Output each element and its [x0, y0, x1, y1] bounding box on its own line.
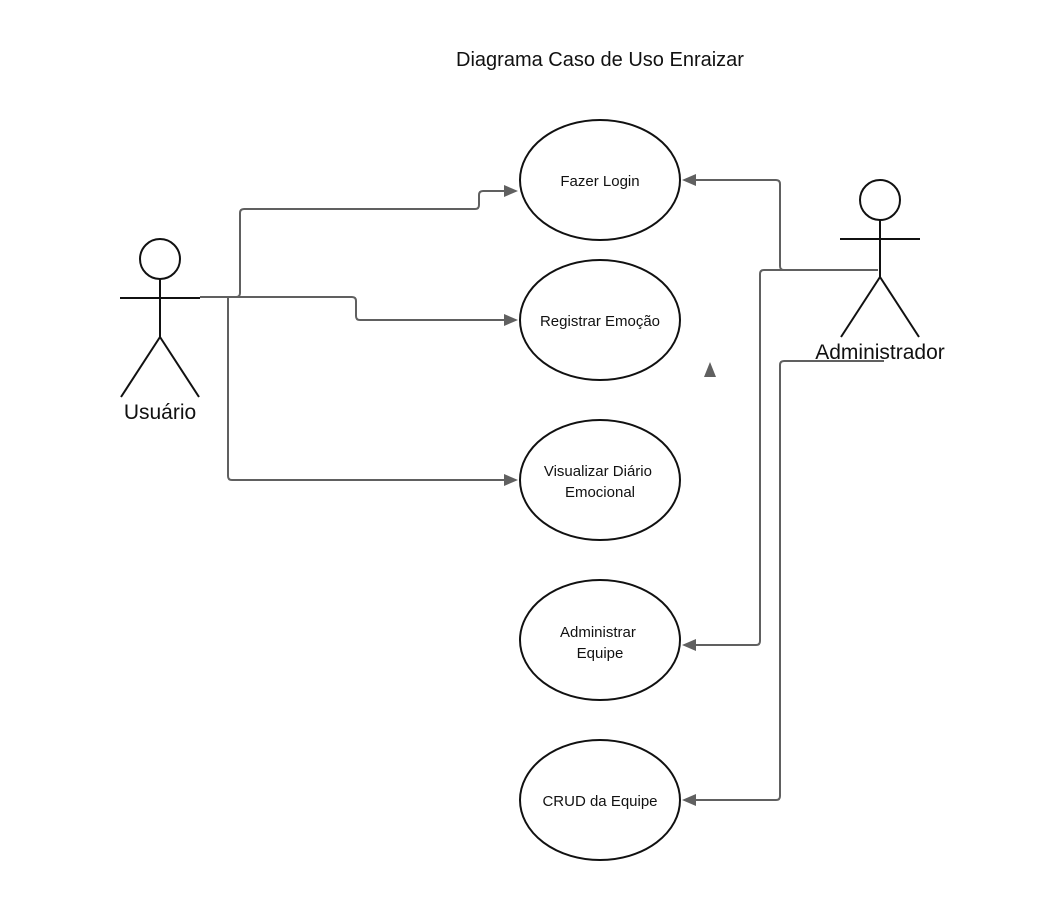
connector-usuario-registrar: [200, 296, 504, 321]
arrowhead-login-usuario: [504, 185, 518, 197]
use-case-login-label: Fazer Login: [560, 173, 639, 190]
use-case-administrar-label: Administrar Equipe: [560, 624, 640, 662]
connector-admin-administrar: [696, 269, 844, 646]
use-case-crud-label: CRUD da Equipe: [542, 793, 657, 810]
connector-admin-login: [696, 179, 878, 271]
arrowhead-registrar: [504, 314, 518, 326]
stray-arrowhead: [704, 362, 716, 377]
arrowhead-login-admin: [682, 174, 696, 186]
use-case-crud[interactable]: CRUD da Equipe: [519, 739, 681, 861]
use-case-login[interactable]: Fazer Login: [519, 119, 681, 241]
arrowhead-administrar: [682, 639, 696, 651]
actor-usuario-label: Usuário: [124, 401, 196, 424]
use-case-visualizar-label: Visualizar Diário Emocional: [544, 463, 656, 501]
actor-usuario[interactable]: Usuário: [120, 238, 200, 424]
actor-administrador[interactable]: Administrador: [815, 179, 945, 364]
arrowhead-visualizar: [504, 474, 518, 486]
use-case-registrar[interactable]: Registrar Emoção: [519, 259, 681, 381]
use-case-administrar[interactable]: Administrar Equipe: [519, 579, 681, 701]
use-case-visualizar[interactable]: Visualizar Diário Emocional: [519, 419, 681, 541]
connector-usuario-login: [200, 190, 504, 298]
use-case-registrar-label: Registrar Emoção: [540, 313, 660, 330]
actor-administrador-label: Administrador: [815, 341, 945, 364]
arrowhead-crud: [682, 794, 696, 806]
connectors: [200, 174, 884, 806]
connector-admin-crud: [696, 360, 884, 801]
connector-usuario-visualizar: [227, 297, 504, 481]
diagram-title: Diagrama Caso de Uso Enraizar: [456, 49, 744, 71]
